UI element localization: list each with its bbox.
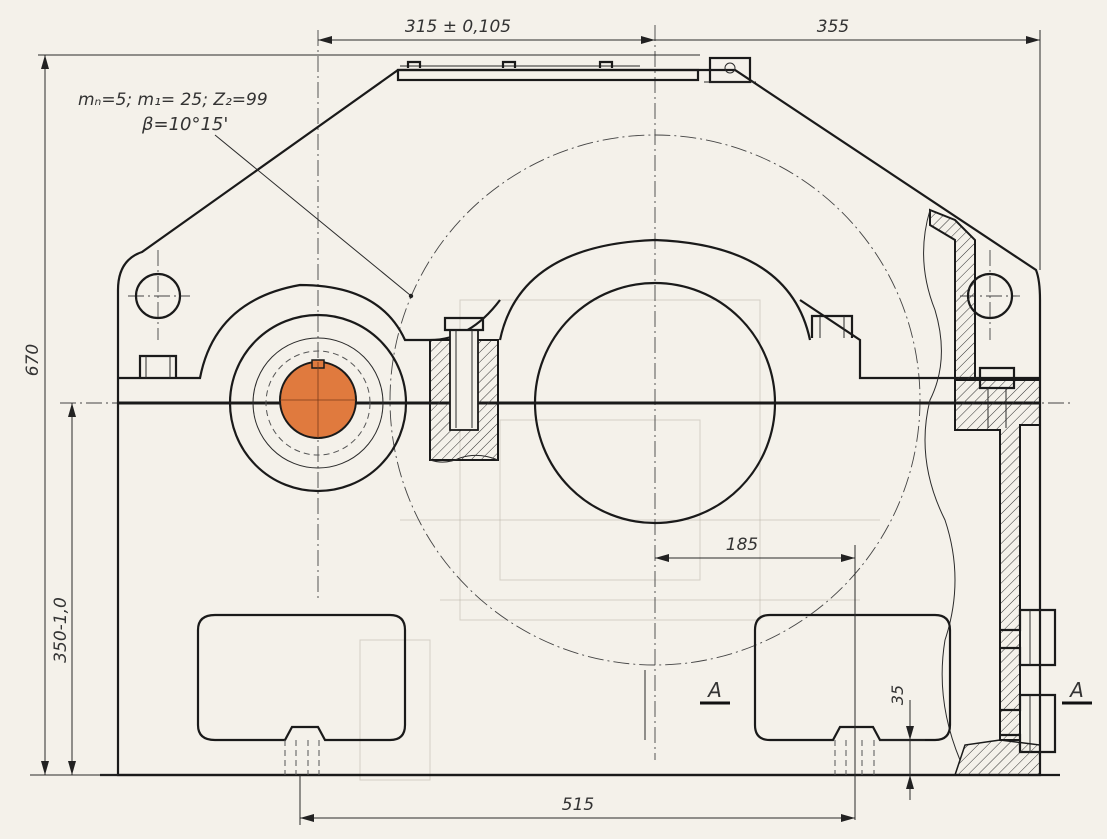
housing-contour — [100, 56, 1060, 777]
gear-note-line2: β=10°15' — [141, 114, 228, 135]
dimension-lines — [30, 30, 1092, 825]
dim-half-width: 355 — [817, 17, 849, 37]
section-mark-left: A — [706, 678, 722, 702]
section-labels: A A — [706, 678, 1084, 702]
output-shaft-bearing — [498, 238, 812, 525]
dimension-labels: 315 ± 0,105 355 670 350-1,0 185 515 35 — [23, 17, 907, 815]
flange-bolt-section — [429, 316, 499, 463]
input-shaft-bearing — [228, 313, 408, 493]
section-mark-right: A — [1068, 678, 1084, 702]
flange-bolt-left — [138, 354, 178, 378]
center-lines — [60, 25, 1070, 760]
flange-bolt-right — [810, 314, 854, 338]
lifting-hole-left — [134, 272, 182, 320]
dim-overall-height: 670 — [23, 344, 43, 376]
side-wall-section — [923, 208, 1057, 776]
gear-note-line1: mₙ=5; m₁= 25; Z₂=99 — [78, 90, 268, 110]
dim-offset-185: 185 — [726, 535, 758, 555]
split-flange — [118, 272, 1040, 380]
dim-foot-height: 35 — [888, 685, 907, 705]
dim-center-distance: 315 ± 0,105 — [405, 17, 511, 37]
gear-pitch-circle — [389, 134, 921, 666]
dim-axis-height: 350-1,0 — [51, 597, 71, 663]
gear-parameters-note: mₙ=5; m₁= 25; Z₂=99 β=10°15' — [78, 90, 268, 135]
background-ghost-drawing — [359, 299, 880, 781]
base-windows — [196, 613, 952, 775]
dim-foot-span: 515 — [562, 795, 594, 815]
